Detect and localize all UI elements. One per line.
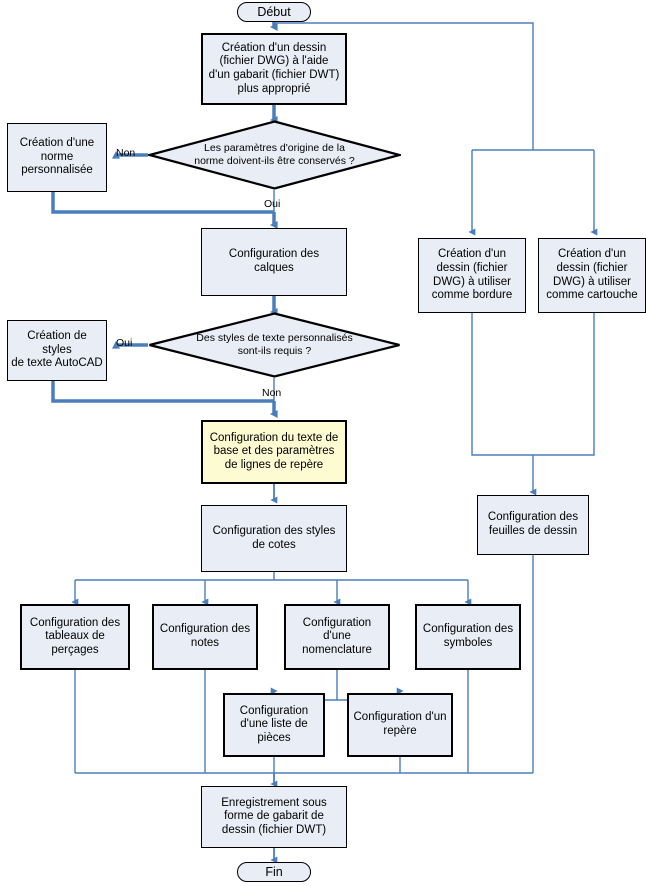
node-base-text[interactable]: Configuration du texte de base et des pa… xyxy=(201,420,347,484)
node-custom-standard-label: Création d'une norme personnalisée xyxy=(19,137,95,177)
edge-label-textstyles-yes: Oui xyxy=(116,337,133,349)
node-save-template[interactable]: Enregistrement sous forme de gabarit de … xyxy=(201,786,347,848)
edge-label-standard-yes: Oui xyxy=(264,198,281,210)
node-notes-label: Configuration des notes xyxy=(159,623,251,649)
node-base-text-label: Configuration du texte de base et des pa… xyxy=(209,431,339,471)
node-parts-list[interactable]: Configuration d'une liste de pièces xyxy=(223,693,325,757)
node-notes[interactable]: Configuration des notes xyxy=(152,604,258,670)
node-sheets[interactable]: Configuration des feuilles de dessin xyxy=(477,495,589,555)
node-end-label: Fin xyxy=(265,864,283,879)
node-save-template-label: Enregistrement sous forme de gabarit de … xyxy=(221,796,327,836)
edge-label-textstyles-no: Non xyxy=(262,387,282,399)
node-create-drawing[interactable]: Création d'un dessin (fichier DWG) à l'a… xyxy=(201,33,347,105)
node-symbols[interactable]: Configuration des symboles xyxy=(415,604,521,670)
edge-label-standard-no: Non xyxy=(116,147,136,159)
node-titleblock-drawing[interactable]: Création d'un dessin (fichier DWG) à uti… xyxy=(538,238,646,313)
node-dim-styles-label: Configuration des styles de cotes xyxy=(212,524,336,551)
node-titleblock-drawing-label: Création d'un dessin (fichier DWG) à uti… xyxy=(546,248,638,302)
node-autocad-textstyles-label: Création de styles de texte AutoCAD xyxy=(11,330,103,370)
node-end[interactable]: Fin xyxy=(237,862,311,882)
node-parts-list-label: Configuration d'une liste de pièces xyxy=(239,704,309,744)
node-border-drawing[interactable]: Création d'un dessin (fichier DWG) à uti… xyxy=(418,238,526,313)
node-autocad-textstyles[interactable]: Création de styles de texte AutoCAD xyxy=(7,320,107,381)
node-hole-tables-label: Configuration des tableaux de perçages xyxy=(29,616,121,656)
node-balloon[interactable]: Configuration d'un repère xyxy=(347,693,453,757)
node-border-drawing-label: Création d'un dessin (fichier DWG) à uti… xyxy=(431,248,513,302)
node-hole-tables[interactable]: Configuration des tableaux de perçages xyxy=(20,604,130,670)
node-sheets-label: Configuration des feuilles de dessin xyxy=(487,511,579,537)
node-create-drawing-label: Création d'un dessin (fichier DWG) à l'a… xyxy=(208,41,340,95)
node-layers[interactable]: Configuration des calques xyxy=(201,228,347,296)
node-dim-styles[interactable]: Configuration des styles de cotes xyxy=(201,505,347,572)
node-symbols-label: Configuration des symboles xyxy=(422,623,514,649)
node-decision-textstyles-label: Des styles de texte personnalisés sont-i… xyxy=(196,332,353,357)
node-custom-standard[interactable]: Création d'une norme personnalisée xyxy=(7,123,107,192)
node-nomenclature-label: Configuration d'une nomenclature xyxy=(302,616,372,656)
node-balloon-label: Configuration d'un repère xyxy=(353,711,447,737)
node-nomenclature[interactable]: Configuration d'une nomenclature xyxy=(284,604,390,670)
node-decision-standard[interactable]: Les paramètres d'origine de la norme doi… xyxy=(148,120,401,190)
node-decision-standard-label: Les paramètres d'origine de la norme doi… xyxy=(194,142,355,167)
node-decision-textstyles[interactable]: Des styles de texte personnalisés sont-i… xyxy=(148,312,401,378)
node-start-label: Début xyxy=(257,4,291,19)
node-layers-label: Configuration des calques xyxy=(228,248,320,274)
node-start[interactable]: Début xyxy=(237,2,311,22)
